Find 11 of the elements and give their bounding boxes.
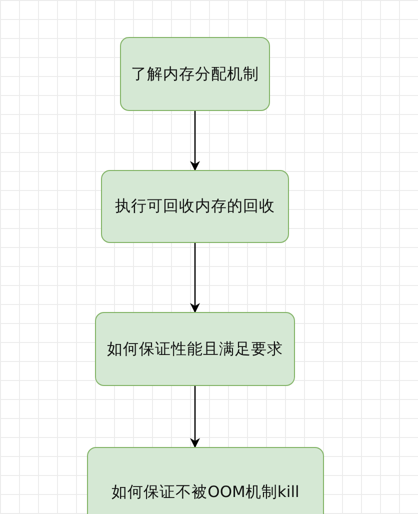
arrow xyxy=(190,111,200,171)
box-label: 执行可回收内存的回收 xyxy=(115,196,275,217)
box-label: 如何保证不被OOM机制kill xyxy=(112,482,300,502)
box-label: 了解内存分配机制 xyxy=(131,64,259,84)
box-label: 如何保证性能且满足要求 xyxy=(107,338,283,360)
process-box xyxy=(101,170,289,243)
arrow xyxy=(190,243,200,313)
arrow xyxy=(190,386,200,448)
process-box xyxy=(120,37,270,111)
process-box xyxy=(95,312,295,386)
process-box xyxy=(87,447,324,514)
